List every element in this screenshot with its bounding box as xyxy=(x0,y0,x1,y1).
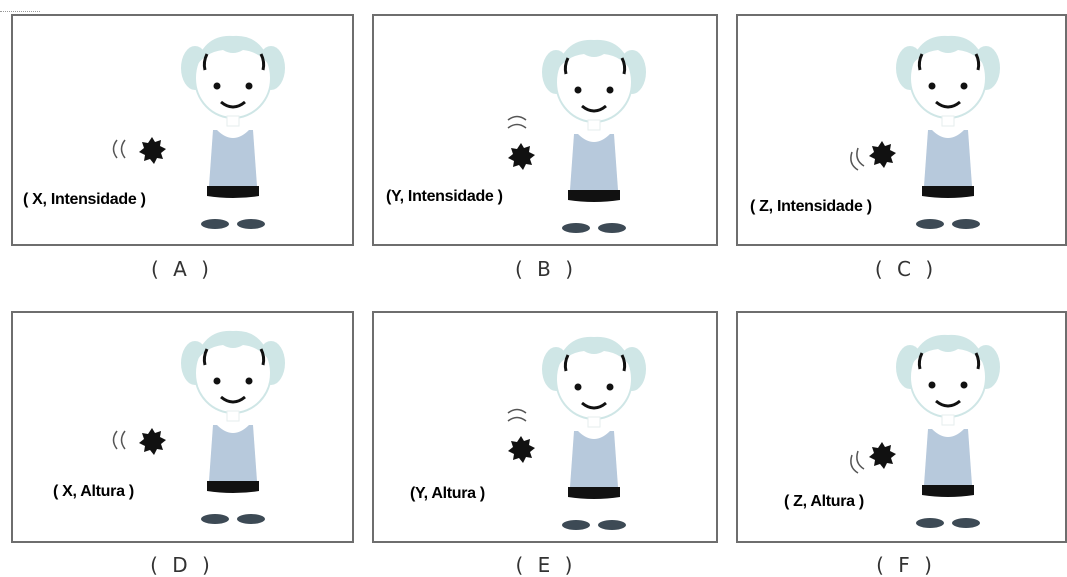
sound-source-icon xyxy=(505,433,537,465)
girl-figure-icon xyxy=(888,325,1008,535)
sound-waves-icon xyxy=(112,139,126,159)
girl-figure-icon xyxy=(888,26,1008,236)
sound-source-icon xyxy=(866,138,898,170)
corner-mark xyxy=(0,11,40,14)
sound-waves-icon xyxy=(850,147,865,171)
panel-c: ( Z, Intensidade ) xyxy=(736,14,1067,246)
panel-label: ( Z, Altura ) xyxy=(784,493,864,510)
panel-d: ( X, Altura ) xyxy=(11,311,354,543)
panel-caption: ( A ) xyxy=(150,257,213,281)
panel-label: (Y, Intensidade ) xyxy=(386,188,503,205)
panel-e: (Y, Altura ) xyxy=(372,311,718,543)
panel-caption: ( B ) xyxy=(514,257,578,281)
panel-label: ( Z, Intensidade ) xyxy=(750,198,872,215)
panel-f: ( Z, Altura ) xyxy=(736,311,1067,543)
sound-source-icon xyxy=(866,439,898,471)
panel-label: ( X, Altura ) xyxy=(53,483,134,500)
sound-source-icon xyxy=(136,134,168,166)
girl-figure-icon xyxy=(534,30,654,240)
sound-waves-icon xyxy=(112,430,126,450)
girl-figure-icon xyxy=(173,26,293,236)
panel-caption: ( D ) xyxy=(150,553,214,577)
sound-waves-icon xyxy=(507,408,527,422)
panel-a: ( X, Intensidade ) xyxy=(11,14,354,246)
girl-figure-icon xyxy=(534,327,654,537)
panel-caption: ( E ) xyxy=(515,553,577,577)
sound-source-icon xyxy=(136,425,168,457)
girl-figure-icon xyxy=(173,321,293,531)
sound-waves-icon xyxy=(507,115,527,129)
panel-label: (Y, Altura ) xyxy=(410,485,485,502)
sound-waves-icon xyxy=(850,450,865,474)
panel-label: ( X, Intensidade ) xyxy=(23,191,146,208)
sound-source-icon xyxy=(505,140,537,172)
panel-b: (Y, Intensidade ) xyxy=(372,14,718,246)
panel-caption: ( F ) xyxy=(876,553,936,577)
panel-caption: ( C ) xyxy=(874,257,938,281)
